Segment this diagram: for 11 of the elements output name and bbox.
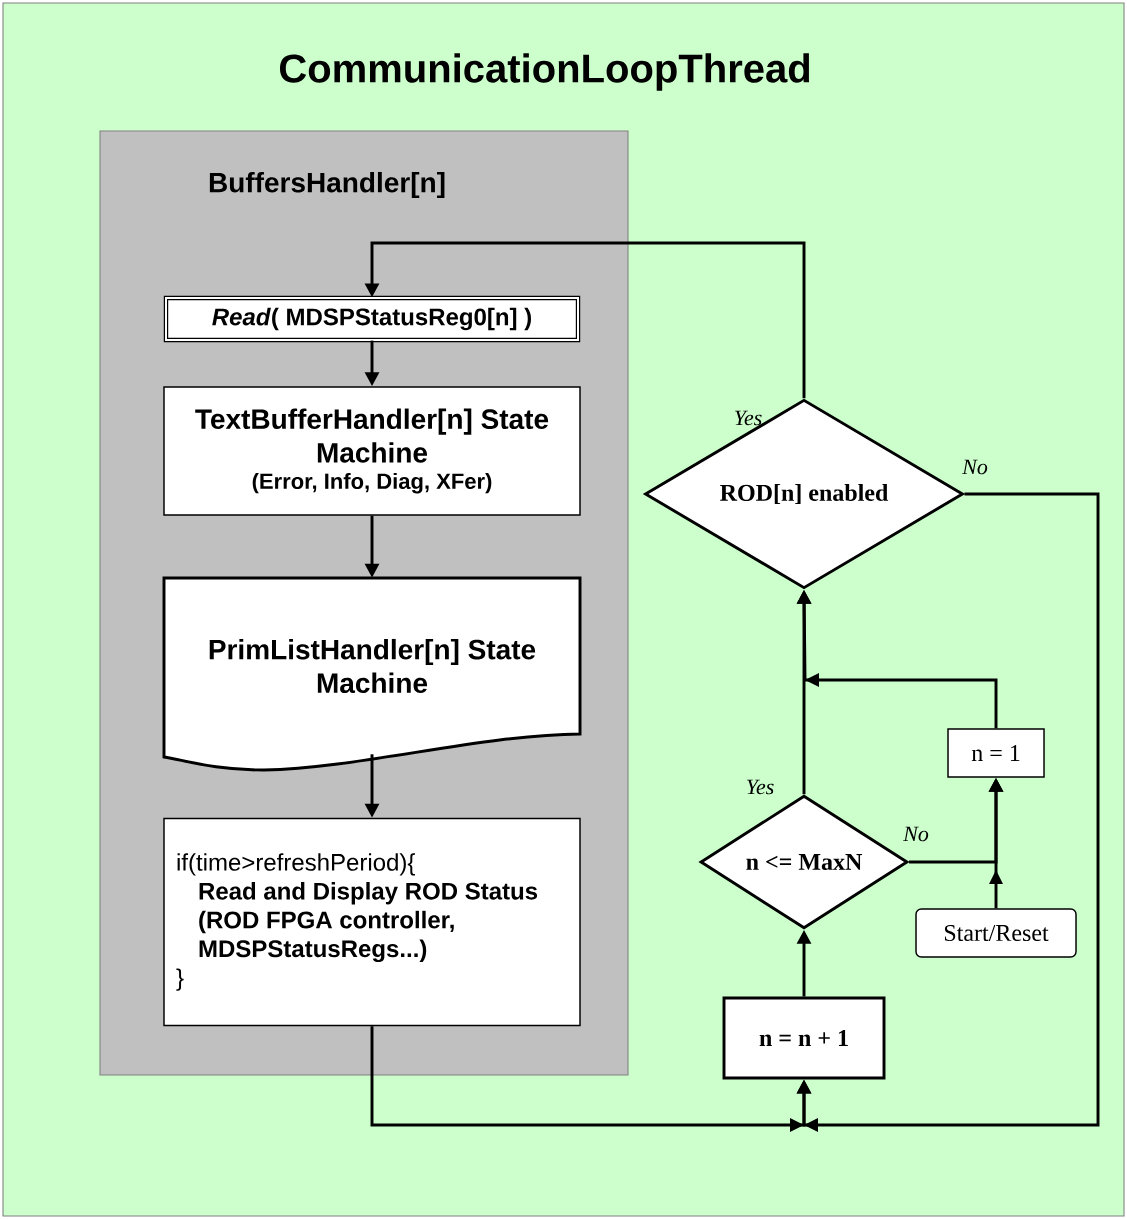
- process-box: if(time>refreshPeriod){ Read and Display ROD Status (ROD FPGA controller, MDSPStatusRegs...) }: [163, 817, 581, 1027]
- document-box: PrimListHandler[n] State Machine: [162, 576, 582, 772]
- terminal-box: Start/Reset: [915, 908, 1077, 958]
- process-box: n = n + 1: [722, 996, 886, 1080]
- process-box: TextBufferHandler[n] State Machine (Error, Info, Diag, XFer): [163, 386, 581, 516]
- title: CommunicationLoopThread: [280, 53, 810, 91]
- edge-label: Yes: [747, 779, 774, 795]
- edge-label: Yes: [735, 410, 762, 426]
- process-box: Read( MDSPStatusReg0[n] ): [163, 295, 581, 343]
- process-box: n = 1: [947, 728, 1045, 778]
- arrow: [796, 492, 1100, 1132]
